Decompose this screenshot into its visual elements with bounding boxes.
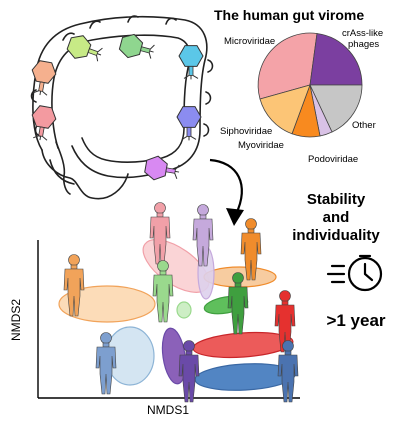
phage-icon [176,106,202,141]
cluster-ellipse-lightgreen [176,301,192,319]
label-crass-text-line2: phages [348,39,379,50]
claim-line-1: Stability [307,191,366,208]
label-siphoviridae: Siphoviridae [220,126,272,137]
stopwatch-icon [326,254,383,292]
claim-line-2: and [323,209,350,226]
label-other: Other [352,120,376,131]
label-crass: crAss-like phages [342,28,386,50]
cluster-ellipse-red [192,331,294,359]
claim-line-3: individuality [292,227,380,244]
pie-slice-crass [309,33,363,86]
cluster-ellipses [58,239,296,391]
nmds-axes [37,240,300,399]
duration-label: >1 year [326,311,385,330]
phage-icon [178,45,204,80]
arrow-head [226,208,244,226]
label-myoviridae: Myoviridae [238,140,284,151]
cluster-ellipse-orange-left [58,285,156,323]
pie-slice-siphoviridae [259,84,311,135]
phage-icon [143,153,182,185]
label-crass-text: crAss-like [342,28,383,39]
virome-pie-chart [257,32,363,138]
label-podoviridae: Podoviridae [308,154,358,165]
x-axis-label: NMDS1 [147,403,189,417]
y-axis-label: NMDS2 [9,299,23,341]
pie-slice-other [309,84,363,133]
phage-icon [64,31,106,67]
arrow-to-scatter [209,158,243,215]
label-microviridae: Microviridae [224,36,275,47]
figure-title: The human gut virome [214,7,364,23]
pie-slice-microviridae [257,32,318,100]
